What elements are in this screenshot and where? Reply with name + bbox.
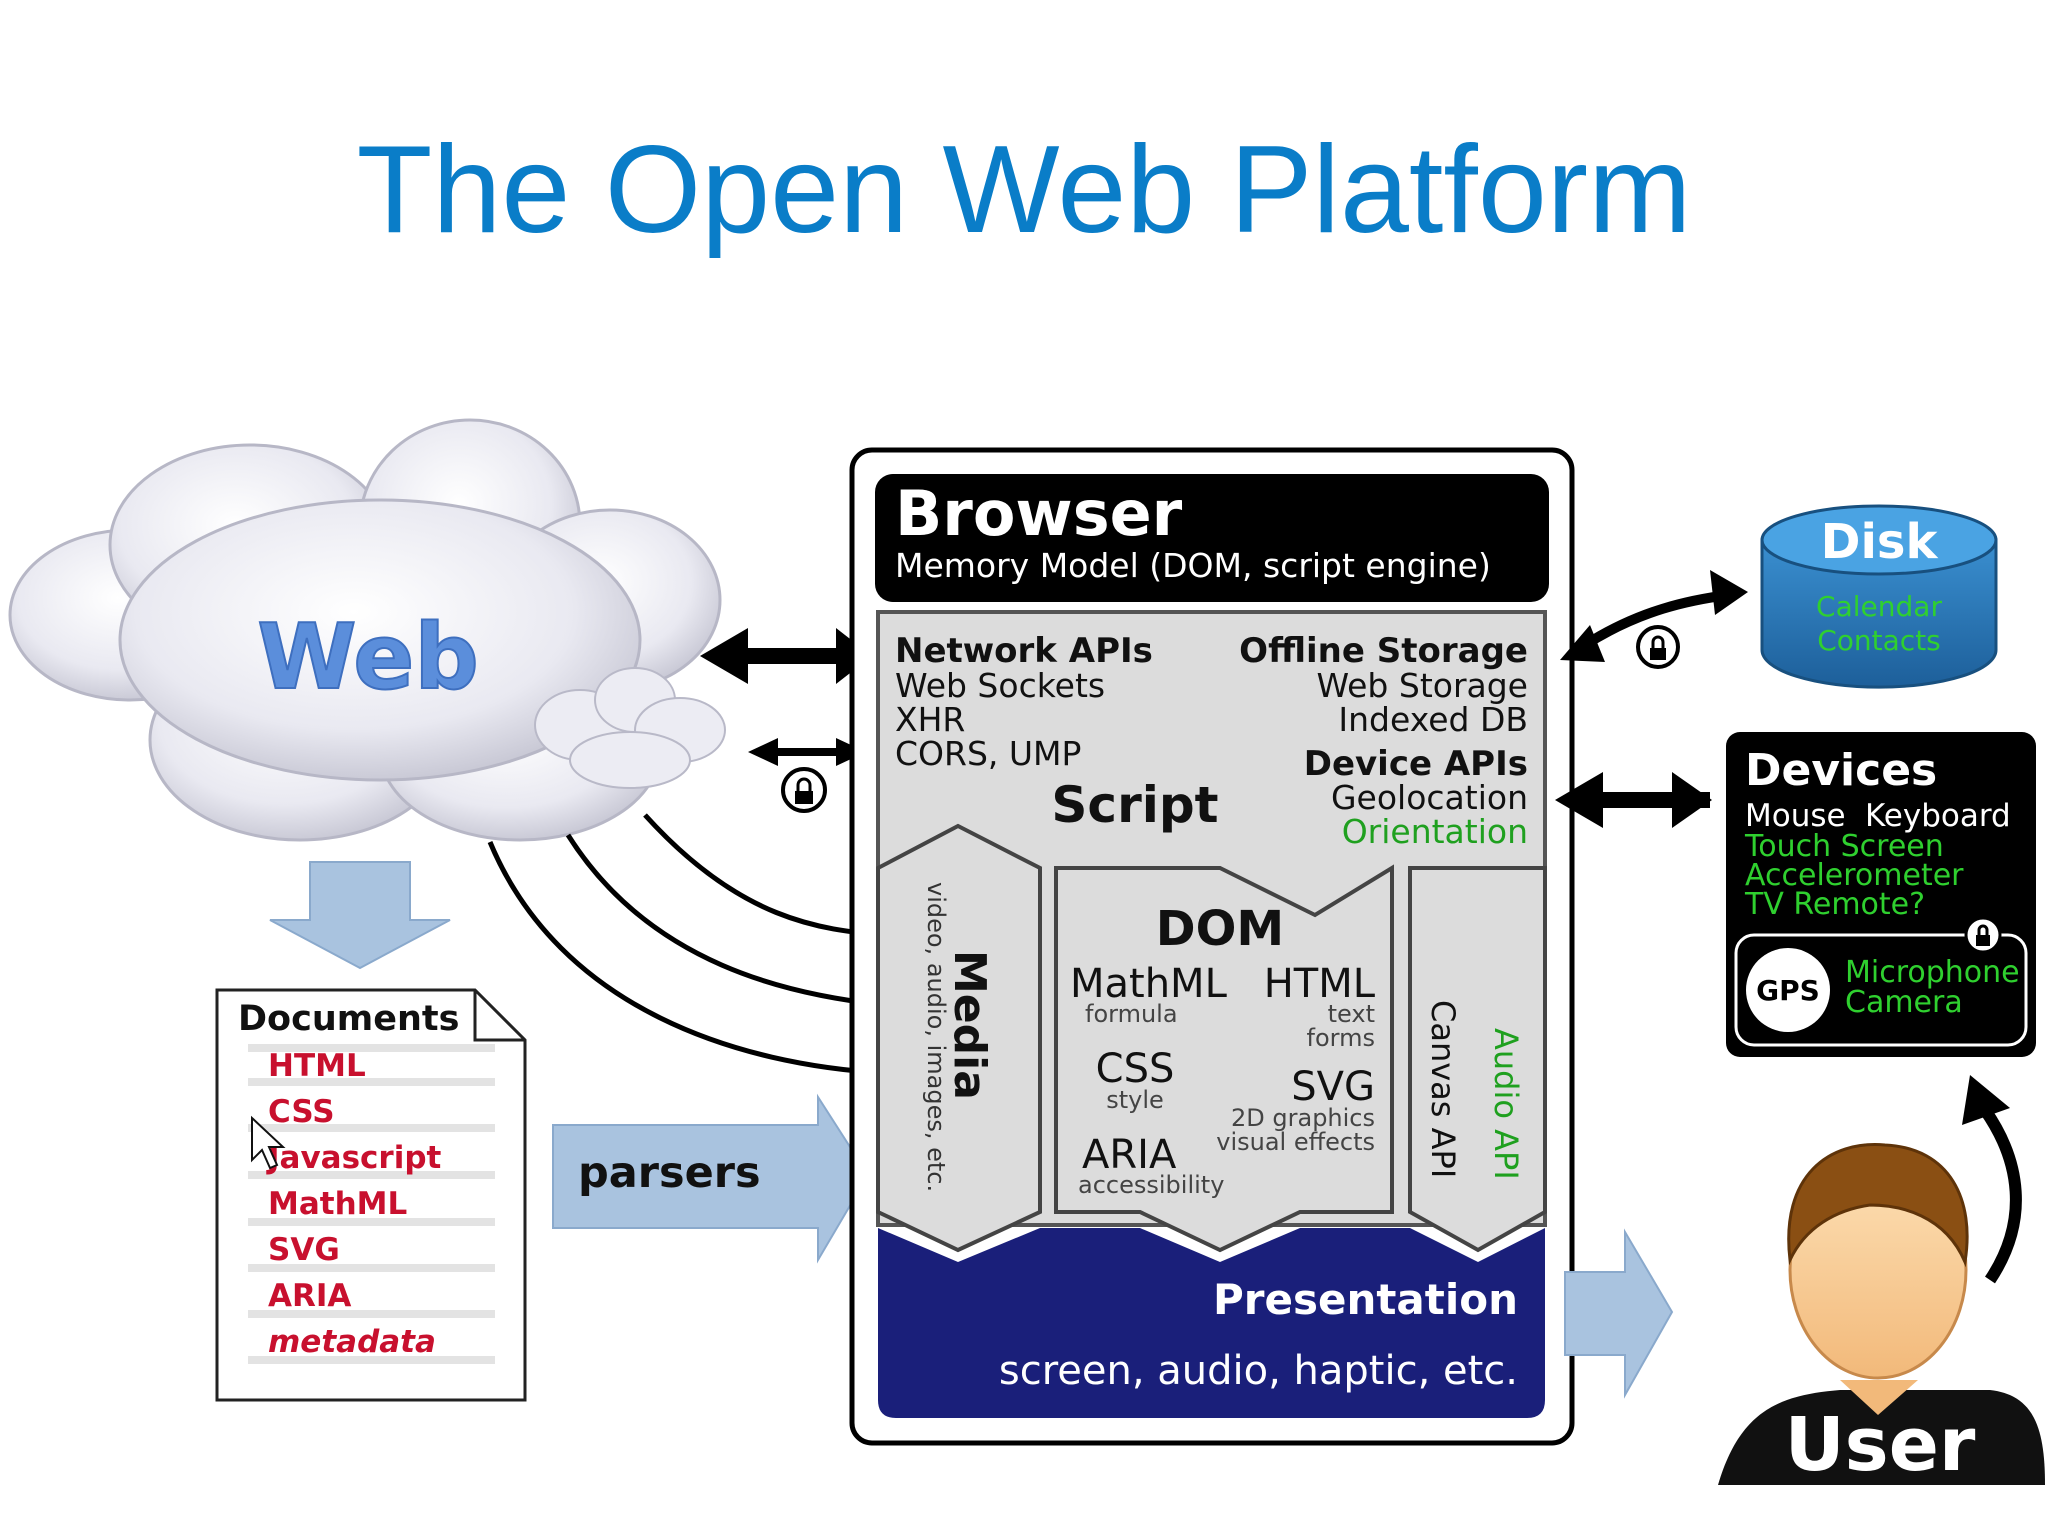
parsers-arrow: parsers [552,1093,870,1264]
device-api-geolocation: Geolocation [1331,778,1528,817]
disk-item-contacts: Contacts [1817,624,1941,657]
web-browser-arrow-secure [748,738,866,766]
presentation-sub: screen, audio, haptic, etc. [999,1348,1518,1394]
devices-accelerometer: Accelerometer [1745,858,1964,893]
offline-item-webstorage: Web Storage [1316,666,1528,705]
user-devices-arrow [1962,1075,2022,1284]
lock-icon [1964,916,2002,954]
dom-mathml: MathML [1070,961,1228,1007]
doc-item-javascript: Javascript [266,1140,442,1176]
canvas-api-label: Canvas API [1424,1000,1462,1178]
dom-mathml-sub: formula [1085,1000,1178,1028]
dom-svg: SVG [1291,1064,1375,1110]
lock-icon [1636,625,1680,669]
browser-devices-arrow [1555,772,1712,828]
gps-label: GPS [1756,974,1820,1007]
web-browser-arrow-main [700,628,872,684]
devices-tv-remote: TV Remote? [1744,887,1925,922]
device-api-orientation: Orientation [1342,812,1528,851]
dom-html-sub2: forms [1307,1024,1375,1052]
presentation-title: Presentation [1213,1275,1518,1324]
cursor-icon [251,1115,286,1170]
web-label: Web [257,605,479,710]
device-apis-heading: Device APIs [1304,744,1528,784]
user-label: User [1785,1402,1976,1488]
user-figure: User [1718,1143,2045,1488]
disk-item-calendar: Calendar [1816,590,1942,623]
dom-html: HTML [1264,961,1376,1007]
doc-item-mathml: MathML [268,1186,407,1222]
devices-microphone: Microphone [1845,955,2020,990]
script-label: Script [1051,776,1218,834]
doc-item-svg: SVG [268,1232,340,1268]
dom-css: CSS [1096,1046,1175,1092]
devices-mouse: Mouse [1745,798,1846,834]
web-to-media-arrows [487,813,886,1076]
dom-html-sub1: text [1328,1000,1375,1028]
dom-title: DOM [1156,901,1284,957]
devices-camera: Camera [1845,985,1963,1020]
web-cloud: Web [8,418,726,842]
dom-svg-sub1: 2D graphics [1231,1104,1375,1132]
documents-page: Documents HTML CSS Javascript MathML SVG… [215,988,527,1402]
browser-title: Browser [895,477,1183,550]
parsers-label: parsers [578,1148,761,1198]
down-arrow [269,861,451,970]
media-label: Media [944,950,995,1100]
disk-label: Disk [1821,514,1939,570]
offline-item-indexeddb: Indexed DB [1338,700,1528,739]
devices-touch-screen: Touch Screen [1744,829,1944,864]
network-item-websockets: Web Sockets [895,666,1105,705]
disk-cylinder: Disk Calendar Contacts [1760,504,1998,689]
dom-css-sub: style [1106,1086,1164,1114]
devices-box: Devices Mouse Keyboard Touch Screen Acce… [1726,732,2036,1057]
doc-item-html: HTML [268,1048,366,1084]
browser-box: Browser Memory Model (DOM, script engine… [849,447,1575,1446]
doc-item-metadata: metadata [268,1324,436,1360]
page-title: The Open Web Platform [357,121,1692,259]
dom-aria: ARIA [1082,1132,1177,1178]
presentation-user-arrow [1564,1228,1674,1399]
doc-item-css: CSS [268,1094,335,1130]
browser-subtitle: Memory Model (DOM, script engine) [895,546,1491,585]
doc-item-aria: ARIA [268,1278,351,1314]
media-sub: video, audio, images, etc. [922,882,950,1192]
documents-heading: Documents [238,999,459,1039]
devices-title: Devices [1745,745,1937,796]
browser-disk-arrow [1560,570,1748,662]
offline-storage-heading: Offline Storage [1239,631,1528,671]
lock-icon [781,767,827,813]
dom-svg-sub2: visual effects [1216,1128,1375,1156]
network-item-xhr: XHR [895,700,965,739]
audio-api-label: Audio API [1487,1028,1525,1180]
dom-aria-sub: accessibility [1078,1171,1224,1199]
network-item-cors: CORS, UMP [895,734,1081,773]
network-apis-heading: Network APIs [895,631,1153,671]
devices-keyboard: Keyboard [1865,798,2011,834]
